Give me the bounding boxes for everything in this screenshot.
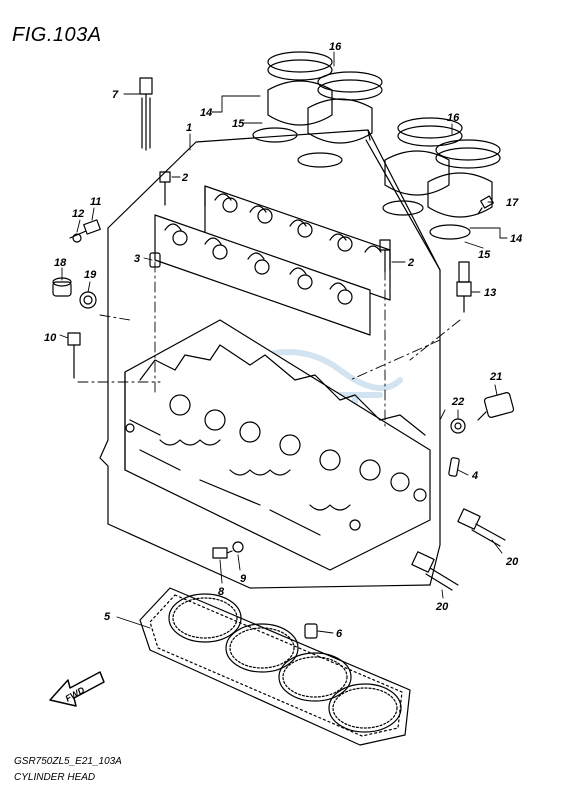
- callout-13: 13: [484, 287, 496, 299]
- dowel-pin-6: [304, 623, 318, 639]
- bolt-7: [139, 77, 153, 151]
- callout-22: 22: [451, 396, 464, 408]
- guide-lines: [77, 261, 461, 431]
- callout-16a: 16: [329, 41, 342, 53]
- figure-name: CYLINDER HEAD: [14, 772, 96, 783]
- figure-code: GSR750ZL5_E21_103A: [14, 756, 122, 767]
- camshaft-holder-rear: [204, 185, 391, 301]
- callout-16b: 16: [447, 112, 460, 124]
- cylinder-head: [124, 319, 431, 571]
- screw-17: [477, 195, 494, 215]
- callout-2a: 2: [181, 172, 188, 184]
- dowel-pin-3: [149, 252, 161, 268]
- callout-4: 4: [471, 470, 478, 482]
- callout-12: 12: [72, 208, 84, 220]
- callout-14b: 14: [510, 233, 522, 245]
- bolt-2-left: [159, 171, 171, 206]
- sensor-21: [477, 392, 515, 421]
- callout-6: 6: [336, 628, 343, 640]
- stud-bolt-20-upper: [457, 508, 506, 547]
- callout-15b: 15: [478, 249, 491, 261]
- cylinder-head-gasket: [139, 587, 411, 746]
- leader-lines: [59, 51, 508, 634]
- callout-11: 11: [90, 196, 101, 208]
- bolt-11-washer-12: [69, 219, 101, 243]
- bolt-10: [67, 332, 81, 379]
- callout-17: 17: [506, 197, 519, 209]
- figure-title: FIG.103A: [12, 24, 102, 46]
- callout-20a: 20: [505, 556, 519, 568]
- stud-bolt-20-lower: [411, 551, 459, 591]
- gasket-19: [79, 291, 97, 309]
- forward-arrow-icon: [49, 671, 105, 707]
- callout-9: 9: [240, 573, 247, 585]
- spark-plug-13: [456, 261, 472, 313]
- callout-21: 21: [489, 371, 502, 383]
- bolt-2-right: [379, 239, 391, 273]
- callout-1: 1: [186, 122, 192, 134]
- callout-20b: 20: [435, 601, 449, 613]
- callout-7: 7: [112, 89, 119, 101]
- intake-pipe-left-pair: [252, 51, 383, 168]
- callout-2b: 2: [407, 257, 414, 269]
- plug-18: [52, 277, 72, 297]
- callout-15a: 15: [232, 118, 245, 130]
- callout-3: 3: [134, 253, 140, 265]
- callout-10: 10: [44, 332, 57, 344]
- gasket-22: [450, 418, 466, 434]
- callout-14a: 14: [200, 107, 212, 119]
- camshaft-holder-front: [154, 214, 371, 336]
- callout-18: 18: [54, 257, 67, 269]
- bolt-8-washer-9: [212, 541, 244, 559]
- callout-19: 19: [84, 269, 97, 281]
- callout-8: 8: [218, 586, 225, 598]
- intake-pipe-right-pair: [382, 117, 501, 240]
- callout-5: 5: [104, 611, 111, 623]
- dowel-pin-4: [448, 457, 460, 477]
